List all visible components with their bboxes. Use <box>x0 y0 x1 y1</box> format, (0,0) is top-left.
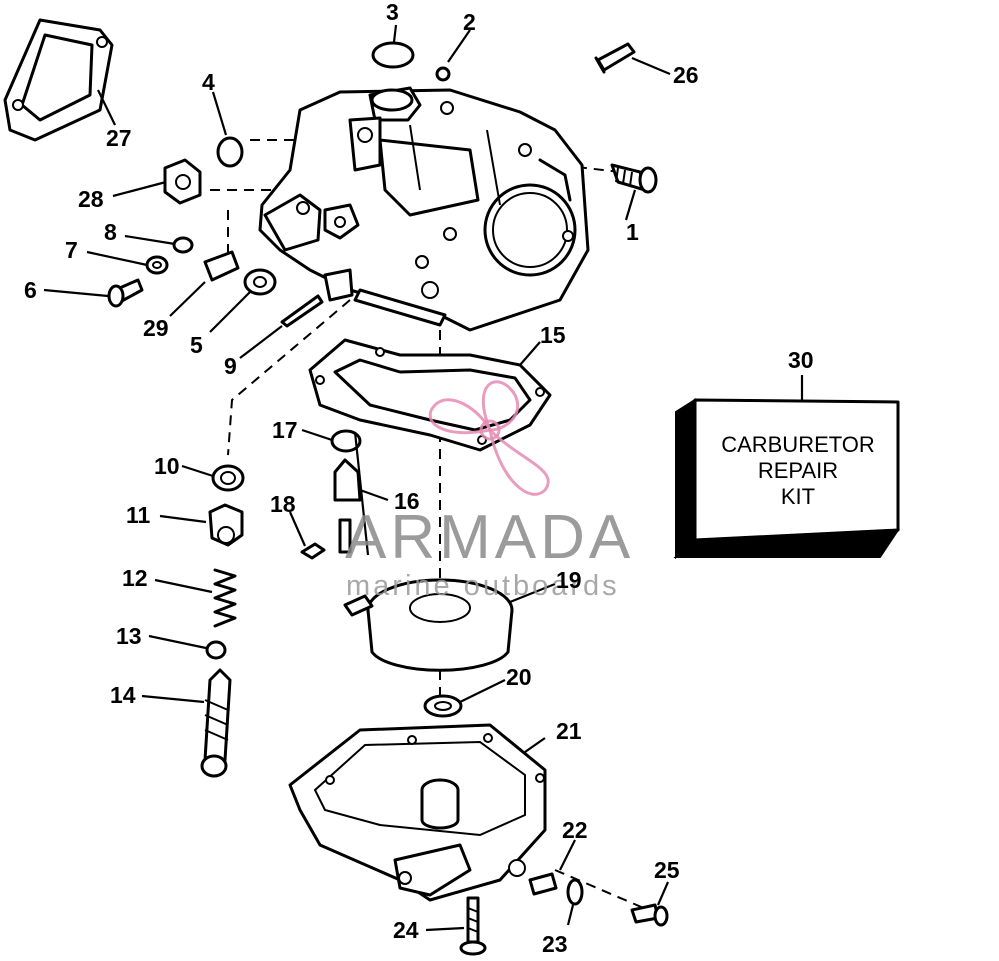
part-3-welch-plug <box>371 41 415 69</box>
part-18-clip <box>300 542 326 560</box>
part-13-oring <box>205 640 227 660</box>
part-19-float <box>343 578 514 672</box>
part-9-pin <box>280 294 324 328</box>
callout-24: 24 <box>393 917 419 943</box>
callout-15: 15 <box>540 322 566 348</box>
callout-3: 3 <box>386 0 399 25</box>
carburetor-body <box>258 86 590 332</box>
callout-14: 14 <box>110 682 136 708</box>
callout-22: 22 <box>562 817 588 843</box>
part-4-plug <box>216 136 244 168</box>
callout-18: 18 <box>270 491 296 517</box>
callout-8: 8 <box>104 219 117 245</box>
watermark: ARMADA marine outboards <box>345 380 634 602</box>
callout-numbers: 1 2 3 4 5 6 7 8 9 10 11 12 13 14 15 16 1… <box>24 0 814 957</box>
watermark-subtitle: marine outboards <box>346 570 620 602</box>
part-12-spring <box>213 568 237 628</box>
callout-13: 13 <box>116 623 142 649</box>
part-25-screw <box>630 903 669 927</box>
part-11-seat <box>208 503 244 547</box>
callout-5: 5 <box>190 332 203 358</box>
part-14-needle <box>200 668 232 778</box>
propeller-logo <box>428 380 550 496</box>
kit-label-line1: CARBURETOR <box>721 432 875 457</box>
callout-9: 9 <box>224 353 237 379</box>
part-30-repair-kit-box <box>673 398 900 560</box>
callout-12: 12 <box>122 565 148 591</box>
callout-11: 11 <box>126 502 151 528</box>
callout-25: 25 <box>654 857 680 883</box>
callout-10: 10 <box>154 453 180 479</box>
part-27-flange-gasket <box>3 18 114 142</box>
callout-16: 16 <box>394 488 420 514</box>
part-23-oring <box>566 878 584 906</box>
part-6-screw <box>107 278 144 308</box>
part-10-gasket <box>211 464 245 492</box>
part-8-lockwasher <box>172 236 194 254</box>
part-22-plug <box>528 872 558 896</box>
part-20-gasket <box>423 694 463 718</box>
leader-lines <box>43 24 804 932</box>
kit-label-line2: REPAIR <box>758 458 838 483</box>
callout-21: 21 <box>556 718 582 744</box>
part-1-screw <box>610 163 658 194</box>
part-26-fitting <box>594 42 636 74</box>
part-21-float-bowl <box>288 723 547 902</box>
callout-29: 29 <box>143 315 169 341</box>
callout-19: 19 <box>556 567 582 593</box>
part-29-link <box>203 250 240 282</box>
callout-4: 4 <box>202 69 215 95</box>
kit-label-line3: KIT <box>781 484 815 509</box>
callout-27: 27 <box>106 125 132 151</box>
callout-17: 17 <box>272 417 298 443</box>
part-16-needle-valve <box>333 431 370 556</box>
callout-20: 20 <box>506 664 532 690</box>
part-28-nut <box>163 158 202 205</box>
callout-7: 7 <box>65 237 78 263</box>
callout-23: 23 <box>542 931 568 957</box>
callout-2: 2 <box>463 9 476 35</box>
part-2-ball <box>435 66 451 82</box>
callout-30: 30 <box>788 347 814 373</box>
callout-6: 6 <box>24 277 37 303</box>
watermark-title: ARMADA <box>345 503 634 572</box>
part-7-washer <box>145 255 169 275</box>
callout-28: 28 <box>78 186 104 212</box>
callout-1: 1 <box>626 219 639 245</box>
part-5-washer <box>243 268 277 296</box>
part-17-washer <box>330 429 362 453</box>
part-24-screw <box>459 896 487 956</box>
callout-26: 26 <box>673 62 699 88</box>
